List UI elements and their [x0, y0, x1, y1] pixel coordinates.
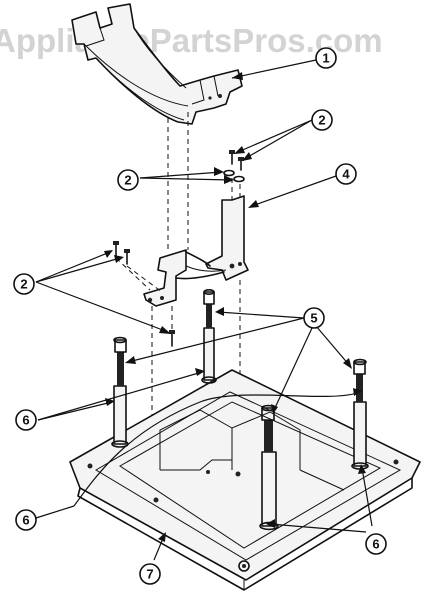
callout-6-lower-label: 6	[22, 513, 29, 528]
top-bracket-part	[71, 3, 243, 125]
callout-6-lower: 6	[15, 509, 37, 531]
callout-6-left-label: 6	[22, 413, 29, 428]
callout-1: 1	[315, 47, 337, 69]
mounting-bracket-part	[143, 195, 249, 307]
callout-4-label: 4	[342, 167, 350, 182]
screws-left	[113, 241, 175, 347]
callout-7-label: 7	[146, 567, 153, 582]
callout-6-left: 6	[15, 409, 37, 431]
leader-lines	[35, 59, 373, 561]
callout-2-left-label: 2	[20, 277, 27, 292]
callout-2-middle-label: 2	[124, 173, 131, 188]
shock-absorber-legs	[111, 288, 369, 531]
callout-6-right: 6	[365, 533, 387, 555]
callout-2-left: 2	[13, 273, 35, 295]
shock-leg-front	[259, 404, 279, 531]
callout-5-label: 5	[310, 311, 317, 326]
callout-2-middle: 2	[117, 169, 139, 191]
callout-7: 7	[139, 563, 161, 585]
shock-leg-left	[111, 336, 129, 448]
shock-leg-right	[351, 358, 369, 470]
callout-2-upper-label: 2	[318, 113, 325, 128]
callout-6-right-label: 6	[372, 537, 379, 552]
callout-5: 5	[303, 307, 325, 329]
callout-2-upper: 2	[311, 109, 333, 131]
screws-upper	[223, 150, 245, 183]
shock-leg-back	[201, 288, 217, 384]
callout-1-label: 1	[322, 51, 329, 66]
callout-4: 4	[335, 163, 357, 185]
